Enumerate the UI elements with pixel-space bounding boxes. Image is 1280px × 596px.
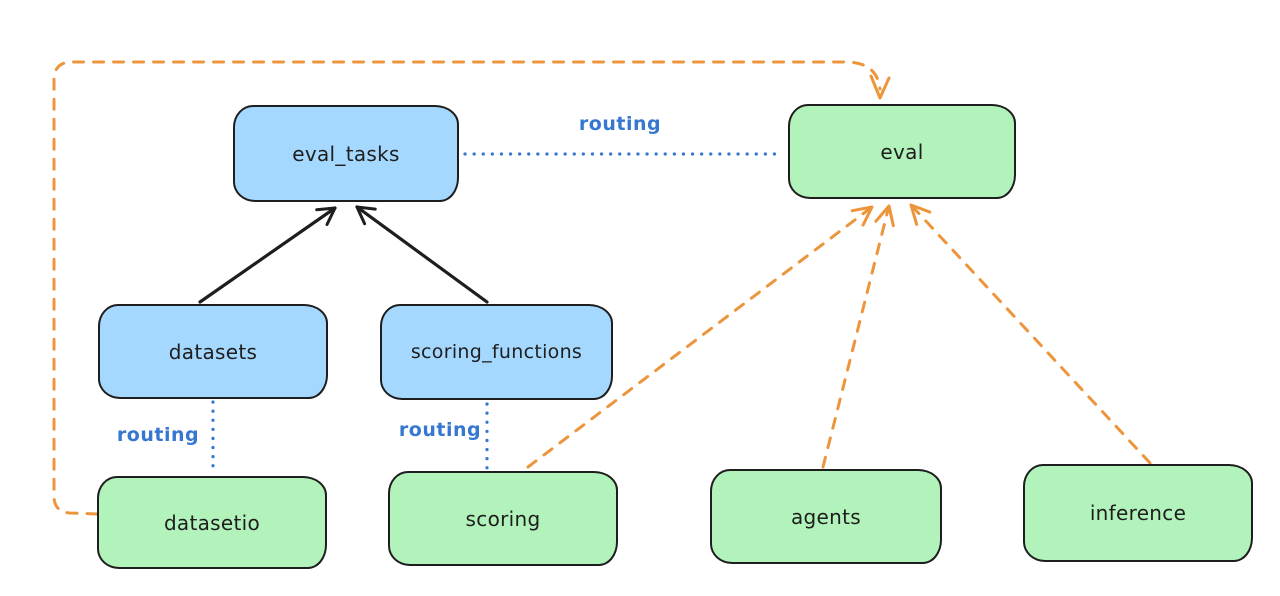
node-eval-tasks: eval_tasks xyxy=(233,105,459,202)
arrow-scoring-functions-to-eval-tasks xyxy=(355,205,489,304)
node-agents-label: agents xyxy=(791,504,861,529)
arrow-scoring-to-eval xyxy=(526,205,874,469)
node-datasetio: datasetio xyxy=(97,476,327,569)
node-eval-tasks-label: eval_tasks xyxy=(292,141,400,166)
node-scoring: scoring xyxy=(388,471,618,566)
arrowhead-datasetio-to-eval xyxy=(869,74,891,100)
arrow-agents-to-eval xyxy=(821,204,895,469)
node-eval-label: eval xyxy=(880,139,924,164)
arrow-inference-to-eval xyxy=(909,203,1152,465)
node-datasets: datasets xyxy=(98,304,328,399)
node-datasetio-label: datasetio xyxy=(163,510,261,535)
node-scoring-label: scoring xyxy=(465,506,541,531)
node-datasets-label: datasets xyxy=(168,339,258,364)
edge-label-routing-scoring-functions-scoring: routing xyxy=(398,419,482,441)
node-eval: eval xyxy=(788,104,1016,199)
node-inference-label: inference xyxy=(1089,501,1187,525)
node-scoring-functions: scoring_functions xyxy=(380,304,613,400)
arrow-datasets-to-eval-tasks xyxy=(198,206,337,304)
node-scoring-functions-label: scoring_functions xyxy=(410,341,583,363)
edge-label-routing-eval-tasks-eval: routing xyxy=(578,113,662,135)
node-agents: agents xyxy=(710,469,942,564)
arrow-datasetio-to-eval xyxy=(52,60,882,516)
edge-label-routing-datasets-datasetio: routing xyxy=(116,424,200,446)
node-inference: inference xyxy=(1023,464,1253,562)
